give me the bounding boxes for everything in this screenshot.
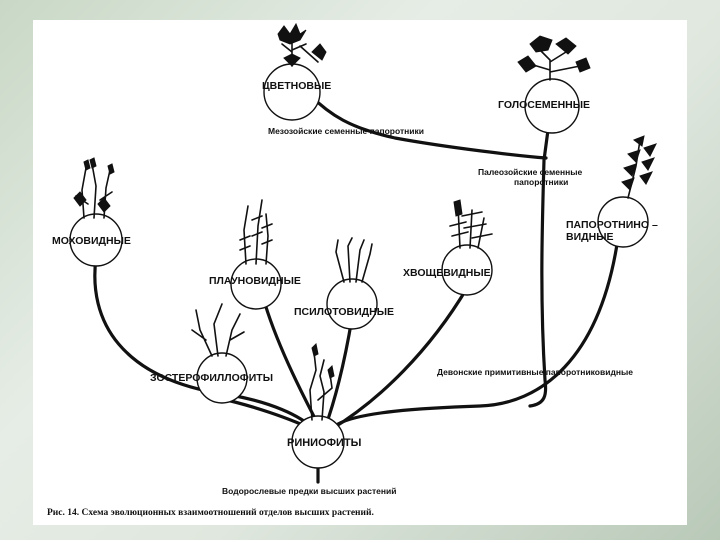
- label-mosses: МОХОВИДНЫЕ: [52, 235, 131, 247]
- lycopod-plant-drawing: [239, 199, 273, 265]
- branch-devonian-trunk: [528, 128, 550, 408]
- annotation-paleozoic-seed-ferns-line2: папоротники: [514, 177, 568, 187]
- node-horsetails: [441, 244, 493, 296]
- node-zosterophylls: [196, 352, 248, 404]
- label-psilotes: ПСИЛОТОВИДНЫЕ: [294, 306, 394, 318]
- flowering-plant-drawing: [277, 22, 327, 67]
- branch-mesozoic: [308, 93, 548, 160]
- gymnosperm-plant-drawing: [517, 35, 591, 81]
- moss-plant-drawing: [73, 157, 115, 219]
- label-rhyniophytes: РИНИОФИТЫ: [287, 437, 362, 449]
- node-ferns: [597, 196, 649, 248]
- node-flowering: [263, 63, 321, 121]
- branch-horsetails: [328, 286, 469, 432]
- label-lycopods: ПЛАУНОВИДНЫЕ: [209, 275, 301, 287]
- label-flowering: ЦВЕТНОВЫЕ: [262, 80, 331, 92]
- label-zosterophylls: ЗОСТЕРОФИЛЛОФИТЫ: [150, 372, 273, 384]
- rhyniophyte-plant-drawing: [309, 342, 335, 421]
- annotation-mesozoic-seed-ferns: Мезозойские семенные папоротники: [268, 126, 424, 136]
- node-mosses: [69, 213, 123, 267]
- node-rhyniophytes: [291, 415, 345, 469]
- label-ferns-line2: ВИДНЫЕ: [566, 231, 613, 243]
- fern-plant-drawing: [621, 135, 657, 199]
- zosterophyll-plant-drawing: [191, 303, 245, 357]
- node-circles: [69, 63, 649, 469]
- branch-lycopods: [261, 295, 322, 430]
- branch-devonian: [336, 236, 620, 426]
- label-gymnosperms: ГОЛОСЕМЕННЫЕ: [498, 99, 590, 111]
- annotation-devonian-primitive-ferns: Девонские примитивные папоротниковидные: [437, 367, 633, 377]
- label-ferns-line1: ПАПОРОТНИНО –: [566, 219, 658, 231]
- horsetail-plant-drawing: [449, 199, 493, 249]
- annotation-algal-ancestors: Водорослевые предки высших растений: [222, 486, 396, 496]
- annotation-paleozoic-seed-ferns-line1: Палеозойские семенные: [478, 167, 583, 177]
- branch-lines: [93, 93, 620, 484]
- figure-caption: Рис. 14. Схема эволюционных взаимоотноше…: [47, 507, 374, 518]
- branch-mosses: [93, 256, 317, 432]
- label-horsetails: ХВОЩЕВИДНЫЕ: [403, 267, 491, 279]
- node-gymnosperms: [524, 78, 580, 134]
- psilote-plant-drawing: [335, 237, 373, 283]
- node-psilotes: [326, 278, 378, 330]
